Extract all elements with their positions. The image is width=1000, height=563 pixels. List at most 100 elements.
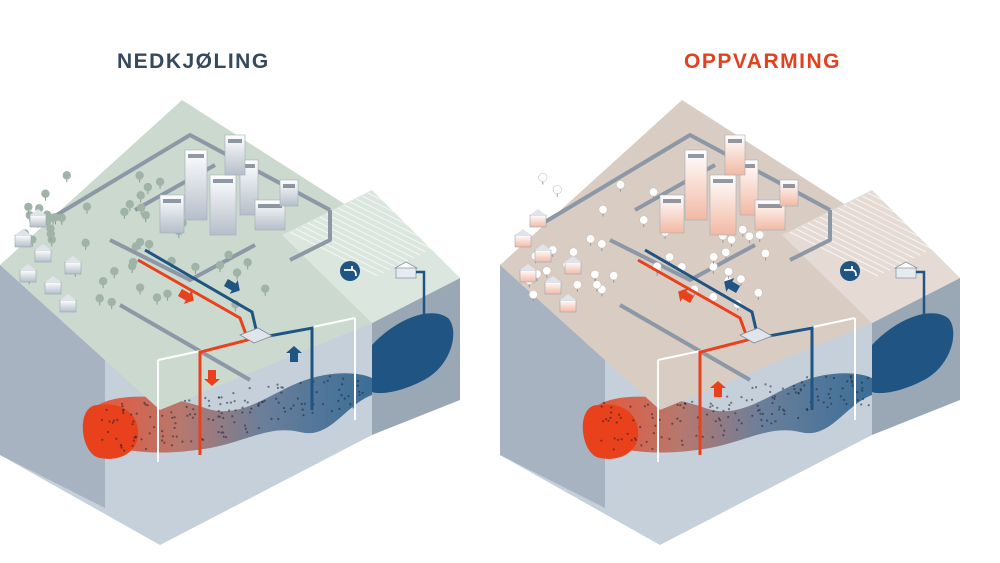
sediment-dot — [711, 404, 714, 407]
sediment-dot — [602, 401, 605, 405]
sediment-dot — [220, 412, 223, 415]
field-stripe — [807, 222, 897, 268]
sediment-dot — [643, 405, 646, 408]
ground-surface — [500, 100, 960, 410]
sediment-dot — [630, 439, 633, 442]
tree — [136, 191, 145, 200]
sediment-dot — [258, 402, 261, 405]
sediment-dot — [263, 399, 266, 402]
sediment-dot — [171, 416, 174, 419]
building — [724, 134, 746, 176]
sediment-dot — [619, 416, 622, 419]
sediment-dot — [233, 421, 236, 424]
tree — [155, 177, 165, 187]
tree — [708, 292, 718, 302]
tree — [592, 280, 602, 290]
road — [289, 210, 332, 262]
sediment-dot — [241, 411, 244, 414]
sediment-dot — [709, 402, 712, 405]
field-stripe — [343, 204, 433, 250]
sediment-dot — [356, 380, 360, 383]
sediment-dot — [171, 435, 175, 438]
tree — [215, 260, 225, 270]
tree — [41, 189, 50, 198]
field-stripe — [349, 201, 439, 247]
house — [534, 249, 552, 263]
field-stripe — [307, 222, 397, 268]
tree — [598, 204, 608, 214]
sediment-dot — [250, 407, 253, 410]
building — [184, 149, 208, 221]
sediment-dot — [856, 391, 859, 394]
sediment-dot — [770, 422, 773, 425]
sediment-dot — [185, 405, 188, 408]
tree — [615, 180, 625, 190]
sediment-dot — [604, 418, 608, 421]
sediment-dot — [632, 419, 635, 422]
tree — [572, 280, 582, 290]
sediment-dot — [720, 424, 723, 427]
sediment-dot — [281, 386, 284, 389]
tree — [144, 240, 154, 249]
tree — [243, 258, 252, 267]
sediment-dot — [771, 412, 774, 416]
sediment-dot — [229, 401, 232, 404]
sediment-dot — [112, 419, 116, 422]
sediment-dot — [755, 386, 758, 389]
sediment-dot — [816, 395, 819, 398]
sediment-dot — [806, 408, 809, 412]
house — [19, 269, 37, 283]
tree — [120, 207, 129, 217]
tree — [131, 242, 140, 251]
sediment-dot — [613, 437, 616, 440]
sediment-dot — [148, 432, 151, 435]
sediment-dot — [799, 389, 802, 392]
sediment-dot — [600, 405, 603, 408]
sediment-dot — [208, 404, 211, 407]
tree — [110, 266, 119, 276]
sediment-dot — [817, 399, 820, 402]
house-roof — [30, 209, 46, 215]
sediment-dot — [803, 384, 806, 387]
field-stripe — [319, 216, 409, 262]
sediment-dot — [714, 420, 717, 423]
cooling-diagram — [0, 100, 460, 545]
sediment-dot — [610, 411, 613, 414]
sediment-dot — [602, 420, 605, 423]
sediment-dot — [793, 388, 796, 391]
tree — [125, 200, 135, 209]
sediment-dot — [146, 404, 149, 407]
field-stripe — [831, 210, 921, 256]
flow-arrow-icon — [917, 335, 933, 351]
sediment-dot — [751, 414, 754, 417]
sediment-dot — [326, 379, 329, 382]
sediment-dot — [727, 408, 731, 411]
sediment-dot — [218, 396, 221, 399]
sediment-dot — [257, 404, 260, 408]
sediment-dot — [232, 392, 235, 395]
sediment-dot — [284, 410, 287, 413]
sediment-dot — [676, 417, 679, 420]
solar-panel — [728, 139, 742, 143]
sediment-dot — [225, 436, 228, 439]
tree — [753, 288, 763, 298]
sediment-dot — [347, 395, 350, 398]
field-stripe — [861, 195, 951, 241]
solar-panel — [228, 139, 242, 143]
field-stripe — [325, 213, 415, 259]
sediment-dot — [300, 402, 303, 405]
sediment-dot — [116, 418, 119, 422]
sediment-dot — [302, 414, 305, 417]
tree — [128, 261, 137, 271]
house — [64, 261, 82, 275]
sediment-dot — [358, 390, 361, 393]
sediment-dot — [751, 386, 754, 389]
building — [279, 179, 299, 207]
sediment-dot — [845, 402, 848, 406]
sediment-dot — [173, 416, 176, 419]
sediment-dot — [683, 402, 686, 405]
sediment-dot — [149, 415, 152, 418]
solar-panel — [663, 199, 681, 203]
sediment-dot — [760, 418, 763, 421]
sediment-dot — [645, 440, 648, 443]
